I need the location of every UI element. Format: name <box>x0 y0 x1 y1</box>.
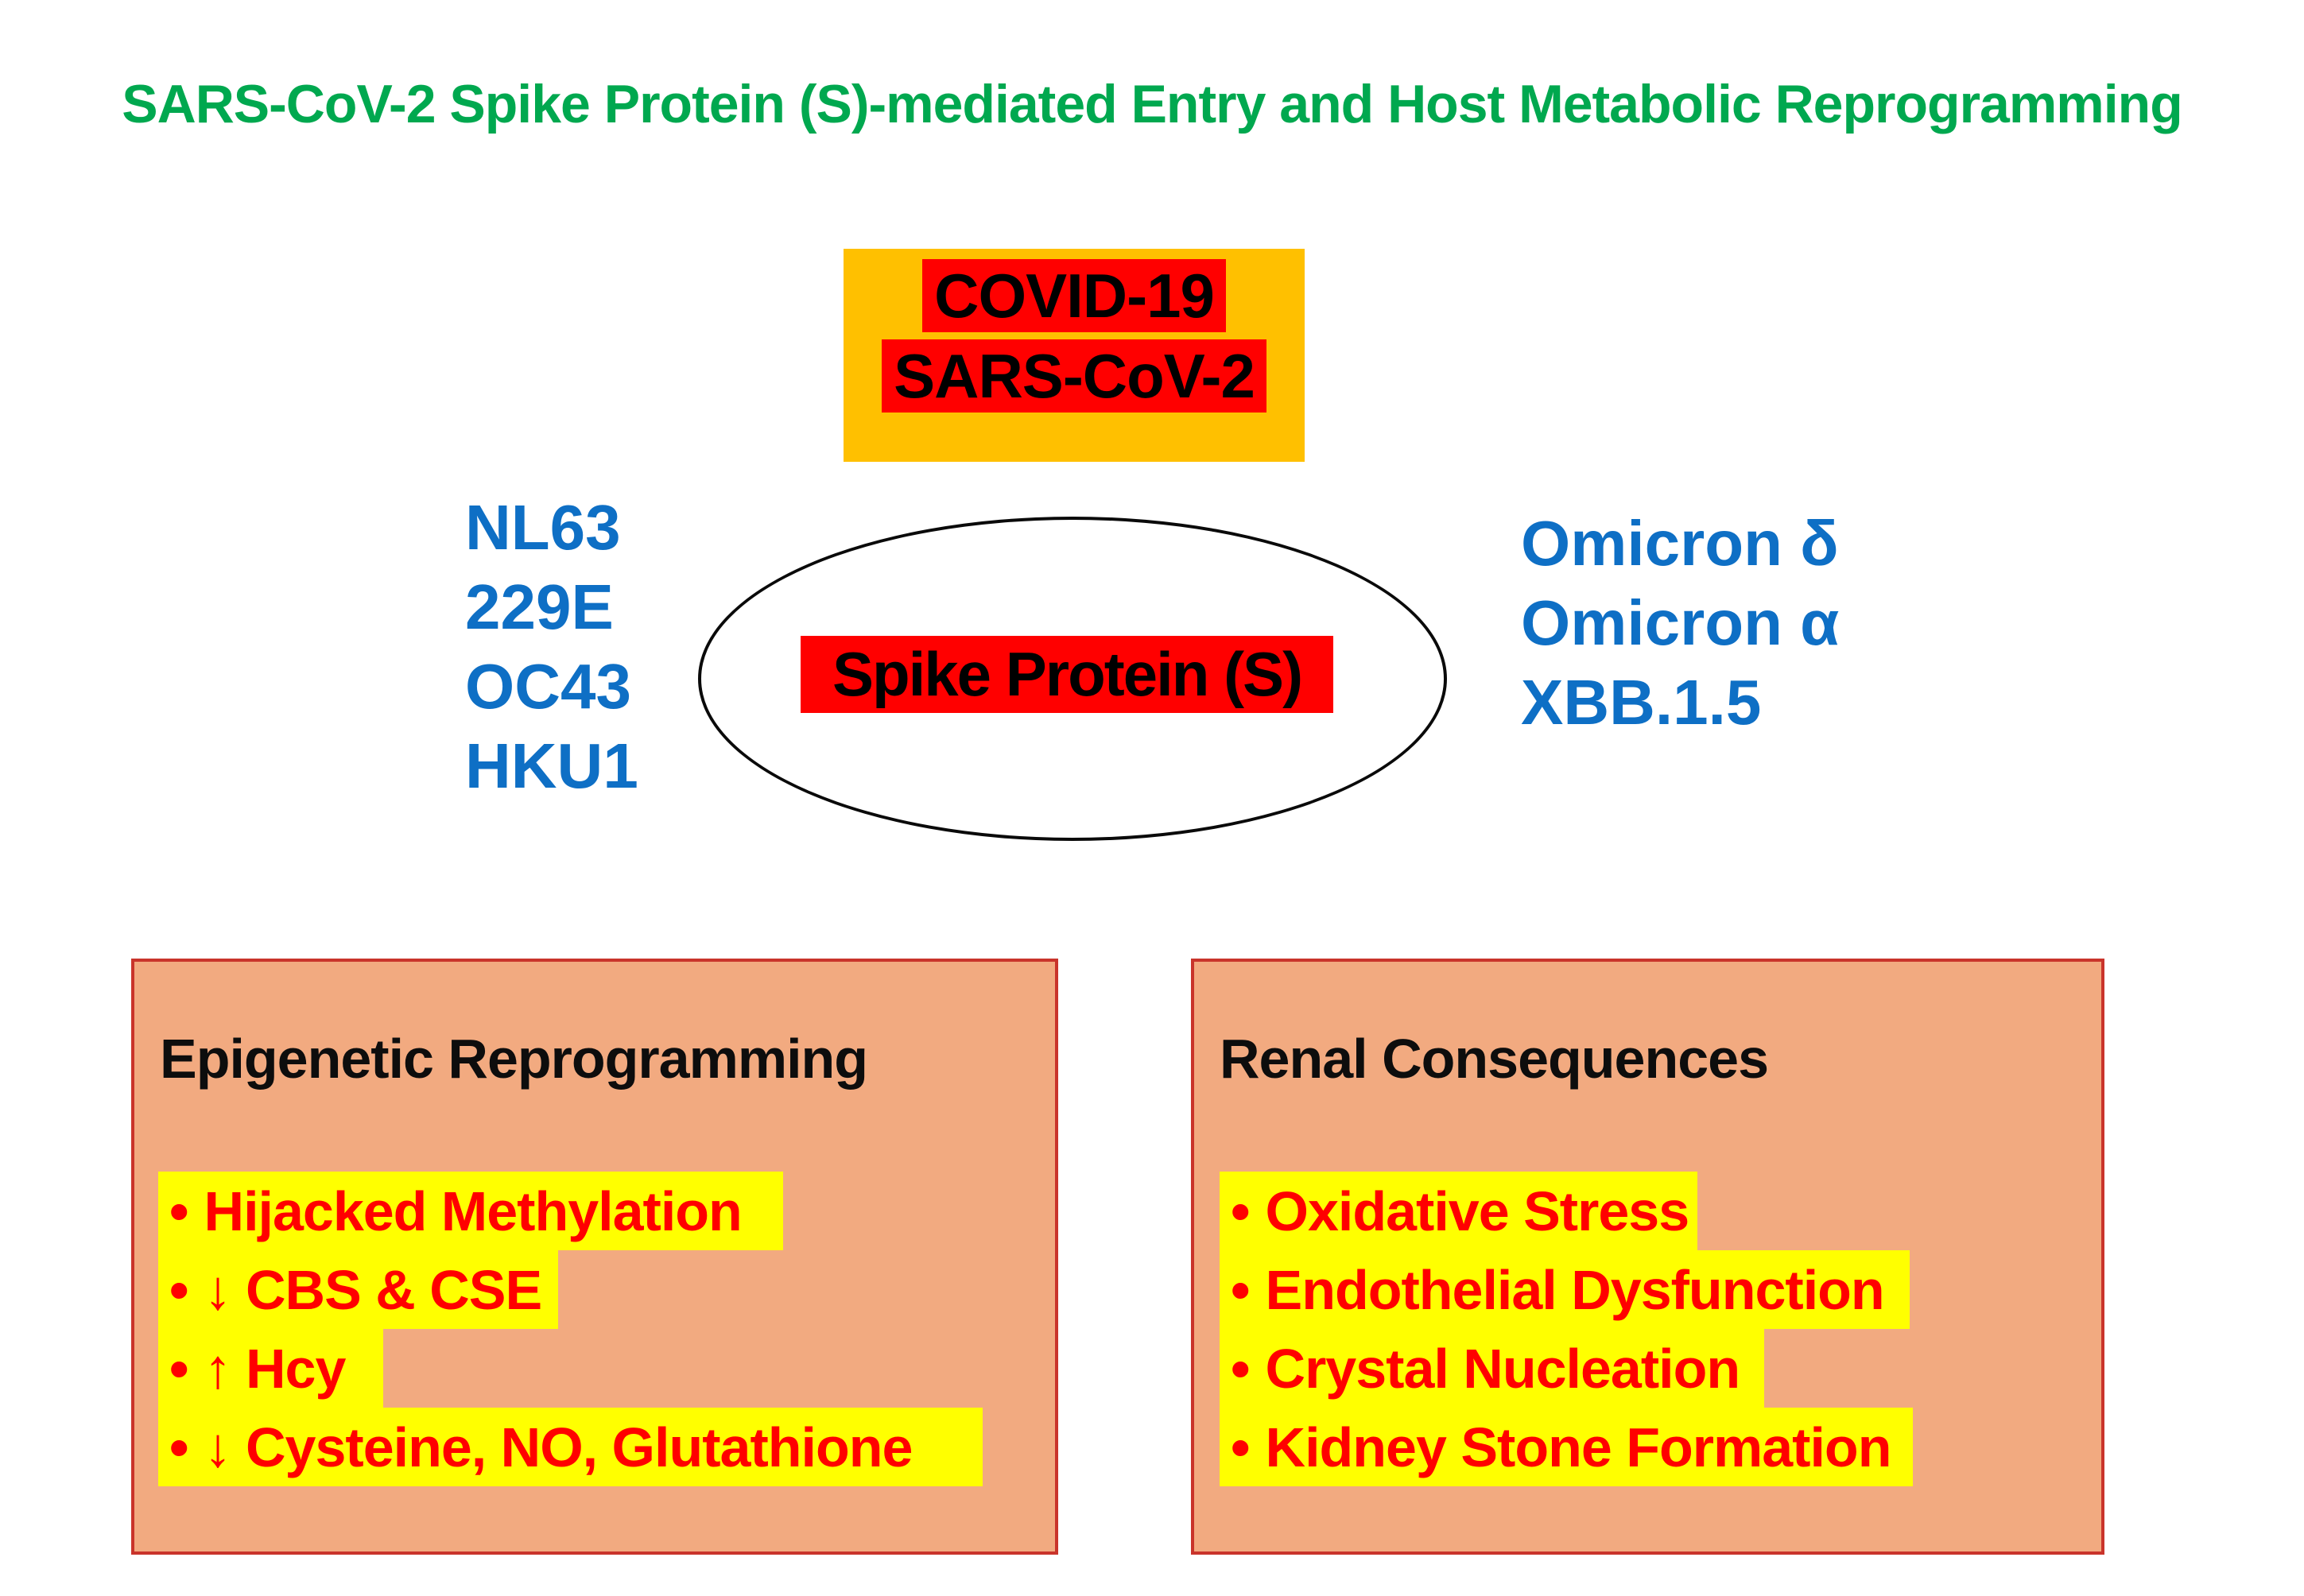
bullet-dot-icon: • <box>1231 1416 1250 1478</box>
bullet-text: Kidney Stone Formation <box>1265 1416 1892 1478</box>
bullet-dot-icon: • <box>1231 1258 1250 1321</box>
bullet-text: ↑ Hcy <box>204 1337 347 1400</box>
spike-ellipse-shape <box>698 517 1447 841</box>
bullet-text: Crystal Nucleation <box>1265 1337 1741 1400</box>
bullet-text: Endothelial Dysfunction <box>1265 1258 1885 1321</box>
list-item: • ↑ Hcy <box>158 1329 383 1408</box>
bullet-dot-icon: • <box>1231 1180 1250 1242</box>
panel-title-epigenetic: Epigenetic Reprogramming <box>160 1028 868 1090</box>
bullet-dot-icon: • <box>169 1180 188 1242</box>
sars-cov-2-label: SARS-CoV-2 <box>882 339 1266 413</box>
list-item: • Endothelial Dysfunction <box>1220 1250 1910 1329</box>
list-item: • Oxidative Stress <box>1220 1172 1697 1250</box>
bullet-text: Oxidative Stress <box>1265 1180 1690 1242</box>
panel-epigenetic-reprogramming: Epigenetic Reprogramming • Hijacked Meth… <box>131 959 1058 1555</box>
list-item: • ↓ Cysteine, NO, Glutathione <box>158 1408 983 1486</box>
bullet-dot-icon: • <box>1231 1337 1250 1400</box>
bullet-dot-icon: • <box>169 1416 188 1478</box>
panel-title-renal: Renal Consequences <box>1220 1028 1769 1090</box>
seasonal-coronavirus-list: NL63 229E OC43 HKU1 <box>465 488 638 806</box>
list-item: • ↓ CBS & CSE <box>158 1250 558 1329</box>
epigenetic-bullet-list: • Hijacked Methylation • ↓ CBS & CSE • ↑… <box>158 1172 983 1486</box>
bullet-text: ↓ CBS & CSE <box>204 1258 543 1321</box>
bullet-dot-icon: • <box>169 1337 188 1400</box>
sars2-variant-list: Omicron δ Omicron α XBB.1.5 <box>1521 504 1839 742</box>
list-item: • Kidney Stone Formation <box>1220 1408 1913 1486</box>
bullet-dot-icon: • <box>169 1258 188 1321</box>
variant-xbb15: XBB.1.5 <box>1521 667 1762 738</box>
renal-bullet-list: • Oxidative Stress • Endothelial Dysfunc… <box>1220 1172 1913 1486</box>
variant-nl63: NL63 <box>465 492 621 563</box>
list-item: • Crystal Nucleation <box>1220 1329 1764 1408</box>
variant-229e: 229E <box>465 571 614 642</box>
variant-omicron-delta: Omicron δ <box>1521 508 1839 579</box>
variant-hku1: HKU1 <box>465 730 638 801</box>
variant-omicron-alpha: Omicron α <box>1521 587 1840 658</box>
bullet-text: Hijacked Methylation <box>204 1180 743 1242</box>
variant-oc43: OC43 <box>465 651 631 722</box>
page-title: SARS-CoV-2 Spike Protein (S)-mediated En… <box>122 74 2183 134</box>
panel-renal-consequences: Renal Consequences • Oxidative Stress • … <box>1191 959 2104 1555</box>
covid19-label: COVID-19 <box>922 259 1226 332</box>
list-item: • Hijacked Methylation <box>158 1172 783 1250</box>
bullet-text: ↓ Cysteine, NO, Glutathione <box>204 1416 913 1478</box>
covid-sars-box: COVID-19 SARS-CoV-2 <box>844 249 1305 462</box>
spike-protein-label: Spike Protein (S) <box>801 636 1333 713</box>
